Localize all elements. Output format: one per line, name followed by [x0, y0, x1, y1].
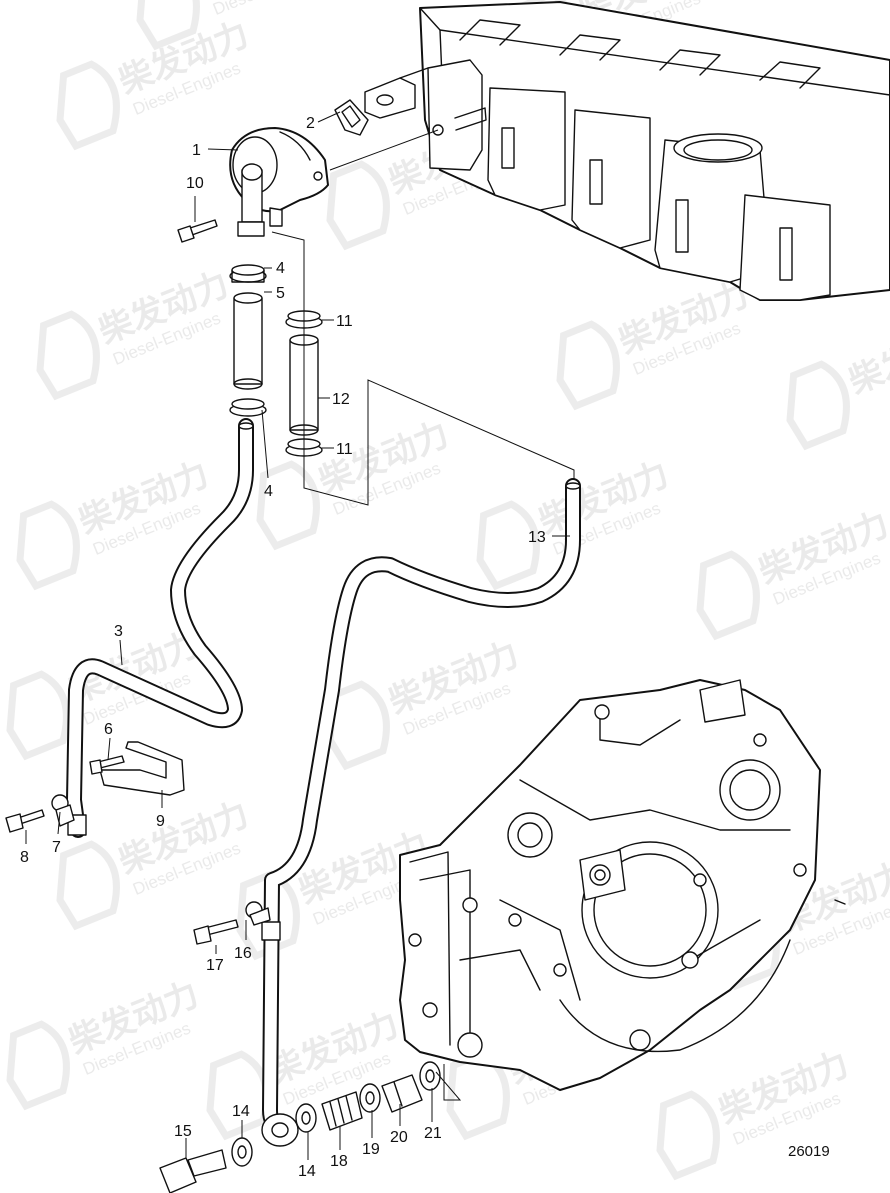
- callout-21: 21: [424, 1125, 442, 1142]
- hose-piece-part-5: [233, 292, 263, 390]
- callout-11-bottom: 11: [336, 441, 353, 458]
- screw-part-8: [5, 809, 45, 833]
- callout-19: 19: [362, 1141, 380, 1158]
- valve-cover: [364, 1, 890, 301]
- screw-part-6: [89, 755, 125, 775]
- nipple-part-18: [321, 1091, 363, 1131]
- screw-part-10: [177, 219, 218, 243]
- pipe-part-13: [261, 478, 581, 1147]
- callout-14-right: 14: [298, 1163, 316, 1180]
- watermark: 柴发动力 Diesel-Engines: [36, 265, 234, 401]
- callout-labels: 1 2 10 4 5 11 12 11 4 13 3 6 9 7 8 16 17…: [20, 115, 830, 1180]
- callout-4-top: 4: [276, 260, 285, 277]
- callout-7: 7: [52, 839, 61, 856]
- callout-1: 1: [192, 142, 201, 159]
- group-bracket: [435, 1064, 462, 1101]
- watermark: 柴发动力 Diesel-Engines: [56, 15, 254, 151]
- callout-13: 13: [528, 529, 546, 546]
- callout-12: 12: [332, 391, 350, 408]
- washer-part-14-left: [231, 1137, 253, 1167]
- clip-part-7: [51, 794, 75, 827]
- washer-part-19: [359, 1083, 381, 1113]
- clamp-part-4-top: [229, 264, 267, 283]
- flywheel-housing: [399, 679, 846, 1091]
- callout-16: 16: [234, 945, 252, 962]
- clip-part-16: [245, 901, 271, 926]
- callout-8: 8: [20, 849, 29, 866]
- watermark: 柴发动力: [786, 315, 890, 451]
- callout-10: 10: [186, 175, 204, 192]
- callout-17: 17: [206, 957, 224, 974]
- clamp-part-4-bottom: [229, 398, 267, 417]
- oil-separator-part-1: [229, 127, 439, 237]
- callout-11-top: 11: [336, 313, 353, 330]
- watermark: 柴发动力 Diesel-Engines: [6, 975, 204, 1111]
- callout-20: 20: [390, 1129, 408, 1146]
- group-bracket: [271, 231, 575, 506]
- drawing-reference-number: 26019: [788, 1143, 830, 1160]
- svg-text:Diesel-Engines: Diesel-Engines: [210, 0, 323, 19]
- banjo-bolt-part-15: [159, 1149, 227, 1193]
- svg-text:柴发动力: 柴发动力: [844, 315, 890, 401]
- watermark: 柴发动力 Diesel-Engines: [696, 505, 890, 641]
- callout-14-left: 14: [232, 1103, 250, 1120]
- adapter-part-20: [381, 1074, 423, 1113]
- watermark: 柴发动力 Diesel-Engines: [256, 415, 454, 551]
- washer-part-14-right: [295, 1103, 317, 1133]
- watermark: 柴发动力 Diesel-Engines: [326, 635, 524, 771]
- callout-18: 18: [330, 1153, 348, 1170]
- gasket-part-2: [334, 99, 369, 136]
- callout-15: 15: [174, 1123, 192, 1140]
- washer-part-21: [419, 1061, 441, 1091]
- callout-9: 9: [156, 813, 165, 830]
- watermark: 柴发动力 Diesel-Engines: [556, 275, 754, 411]
- callout-5: 5: [276, 285, 285, 302]
- callout-3: 3: [114, 623, 123, 640]
- screw-part-17: [193, 919, 239, 945]
- callout-leaders: [25, 111, 570, 1160]
- callout-6: 6: [104, 721, 113, 738]
- callout-4-bottom: 4: [264, 483, 273, 500]
- bracket-part-9: [99, 741, 185, 796]
- callout-2: 2: [306, 115, 315, 132]
